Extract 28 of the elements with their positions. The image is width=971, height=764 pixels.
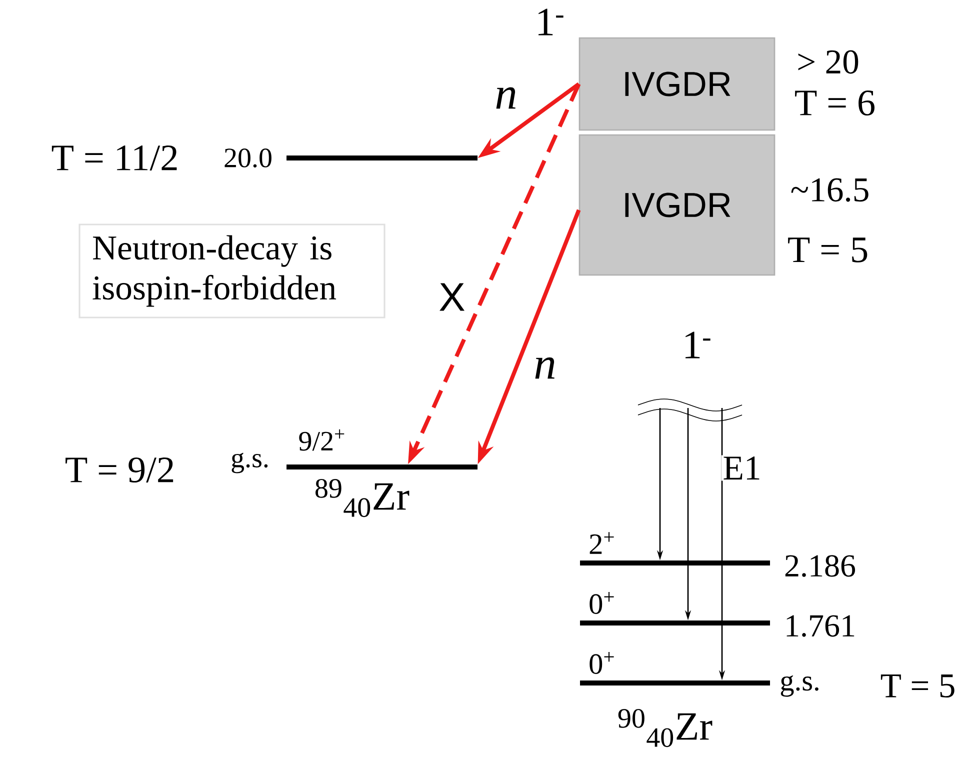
level-label: T = 11/2: [52, 145, 177, 171]
level-label: 2$^{+}$: [590, 532, 614, 554]
level-label: 1$^{-}$: [538, 8, 564, 36]
wavy-break-symbol: [638, 398, 742, 422]
level-label: 20.0: [224, 148, 272, 168]
level-label: T = 6: [795, 90, 874, 116]
level-label: g.s.: [232, 452, 268, 474]
level-label: T = 5: [880, 674, 954, 698]
level-label: 0$^{+}$: [590, 592, 614, 614]
level-label: 1$^{-}$: [686, 332, 710, 358]
edge-label: X: [437, 282, 467, 312]
level-label: T = 5: [788, 238, 868, 262]
level-label: 89$_{40}$Zr: [316, 478, 410, 518]
level-label: g.s.: [780, 675, 818, 697]
edge-label: n: [493, 86, 519, 110]
level-label: 90$_{40}$Zr: [618, 708, 712, 748]
resonance-box: IVGDR: [578, 37, 776, 131]
level-label: 9/2$^{+}$: [299, 429, 344, 451]
level-label: > 20: [798, 50, 858, 74]
resonance-box: IVGDR: [578, 134, 776, 276]
level-label: ~16.5: [791, 178, 868, 202]
edge-label: n: [532, 356, 558, 380]
level-label: 0$^{+}$: [590, 652, 614, 674]
edge-label: E1: [721, 455, 763, 481]
level-label: 1.761: [786, 615, 854, 637]
level-label: T = 9/2: [66, 457, 174, 483]
level-label: 2.186: [785, 555, 856, 577]
note-box: Neutron-decay is isospin-forbidden: [78, 224, 386, 318]
